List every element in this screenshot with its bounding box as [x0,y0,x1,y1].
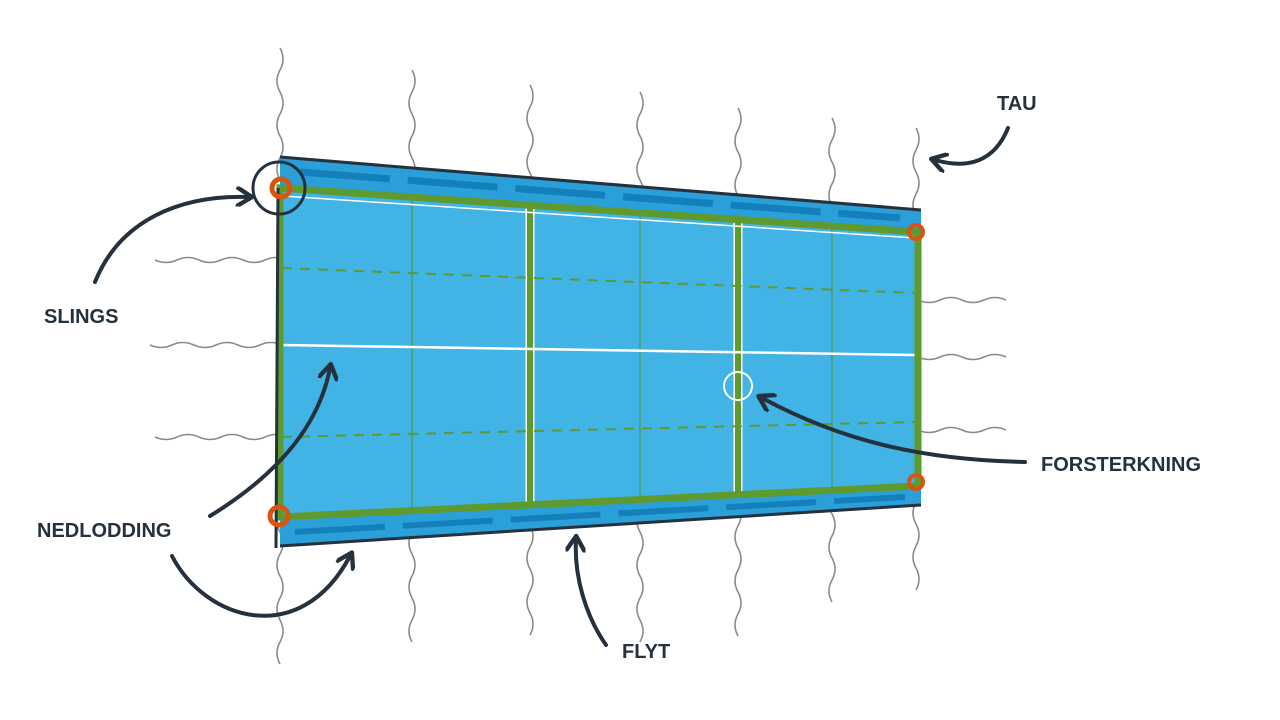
ring-icon [907,473,925,491]
top-float-stripe [299,168,901,222]
horizontal-rope [917,353,1007,361]
horizontal-rope [917,296,1007,304]
horizontal-rope [149,341,283,349]
arrow-slings [93,197,248,284]
weight-line [281,421,917,438]
arrow-nedlodding-up [208,368,330,518]
arrow-flyt [576,540,608,647]
arrow-tau [935,126,1010,164]
arrow-forsterkning [762,398,1027,464]
ring-icon [267,504,291,528]
ring-icon [269,176,293,200]
sling-rings [267,176,925,528]
net-panel [280,188,918,517]
frame-rope [276,184,922,521]
frame-highlight [282,195,916,239]
arrow-nedlodding-down [170,556,350,618]
top-float-edge [279,155,922,212]
horizontal-rope [154,433,288,441]
middle-seam [281,343,917,357]
reinforcement-highlight-circle [723,371,753,401]
left-edge [274,187,280,549]
label-tau: TAU [997,93,1037,115]
arrows [93,126,1027,647]
horizontal-rope [917,426,1007,434]
label-flyt: FLYT [622,641,670,663]
label-nedlodding: NEDLODDING [37,520,171,542]
net-lines [281,197,917,511]
weight-line [281,267,917,294]
ring-icon [907,223,925,241]
label-forsterkning: FORSTERKNING [1041,454,1201,476]
bottom-float-stripe [294,494,906,535]
label-slings: SLINGS [44,306,118,328]
horizontal-rope [154,256,288,264]
bottom-float-edge [279,503,922,548]
